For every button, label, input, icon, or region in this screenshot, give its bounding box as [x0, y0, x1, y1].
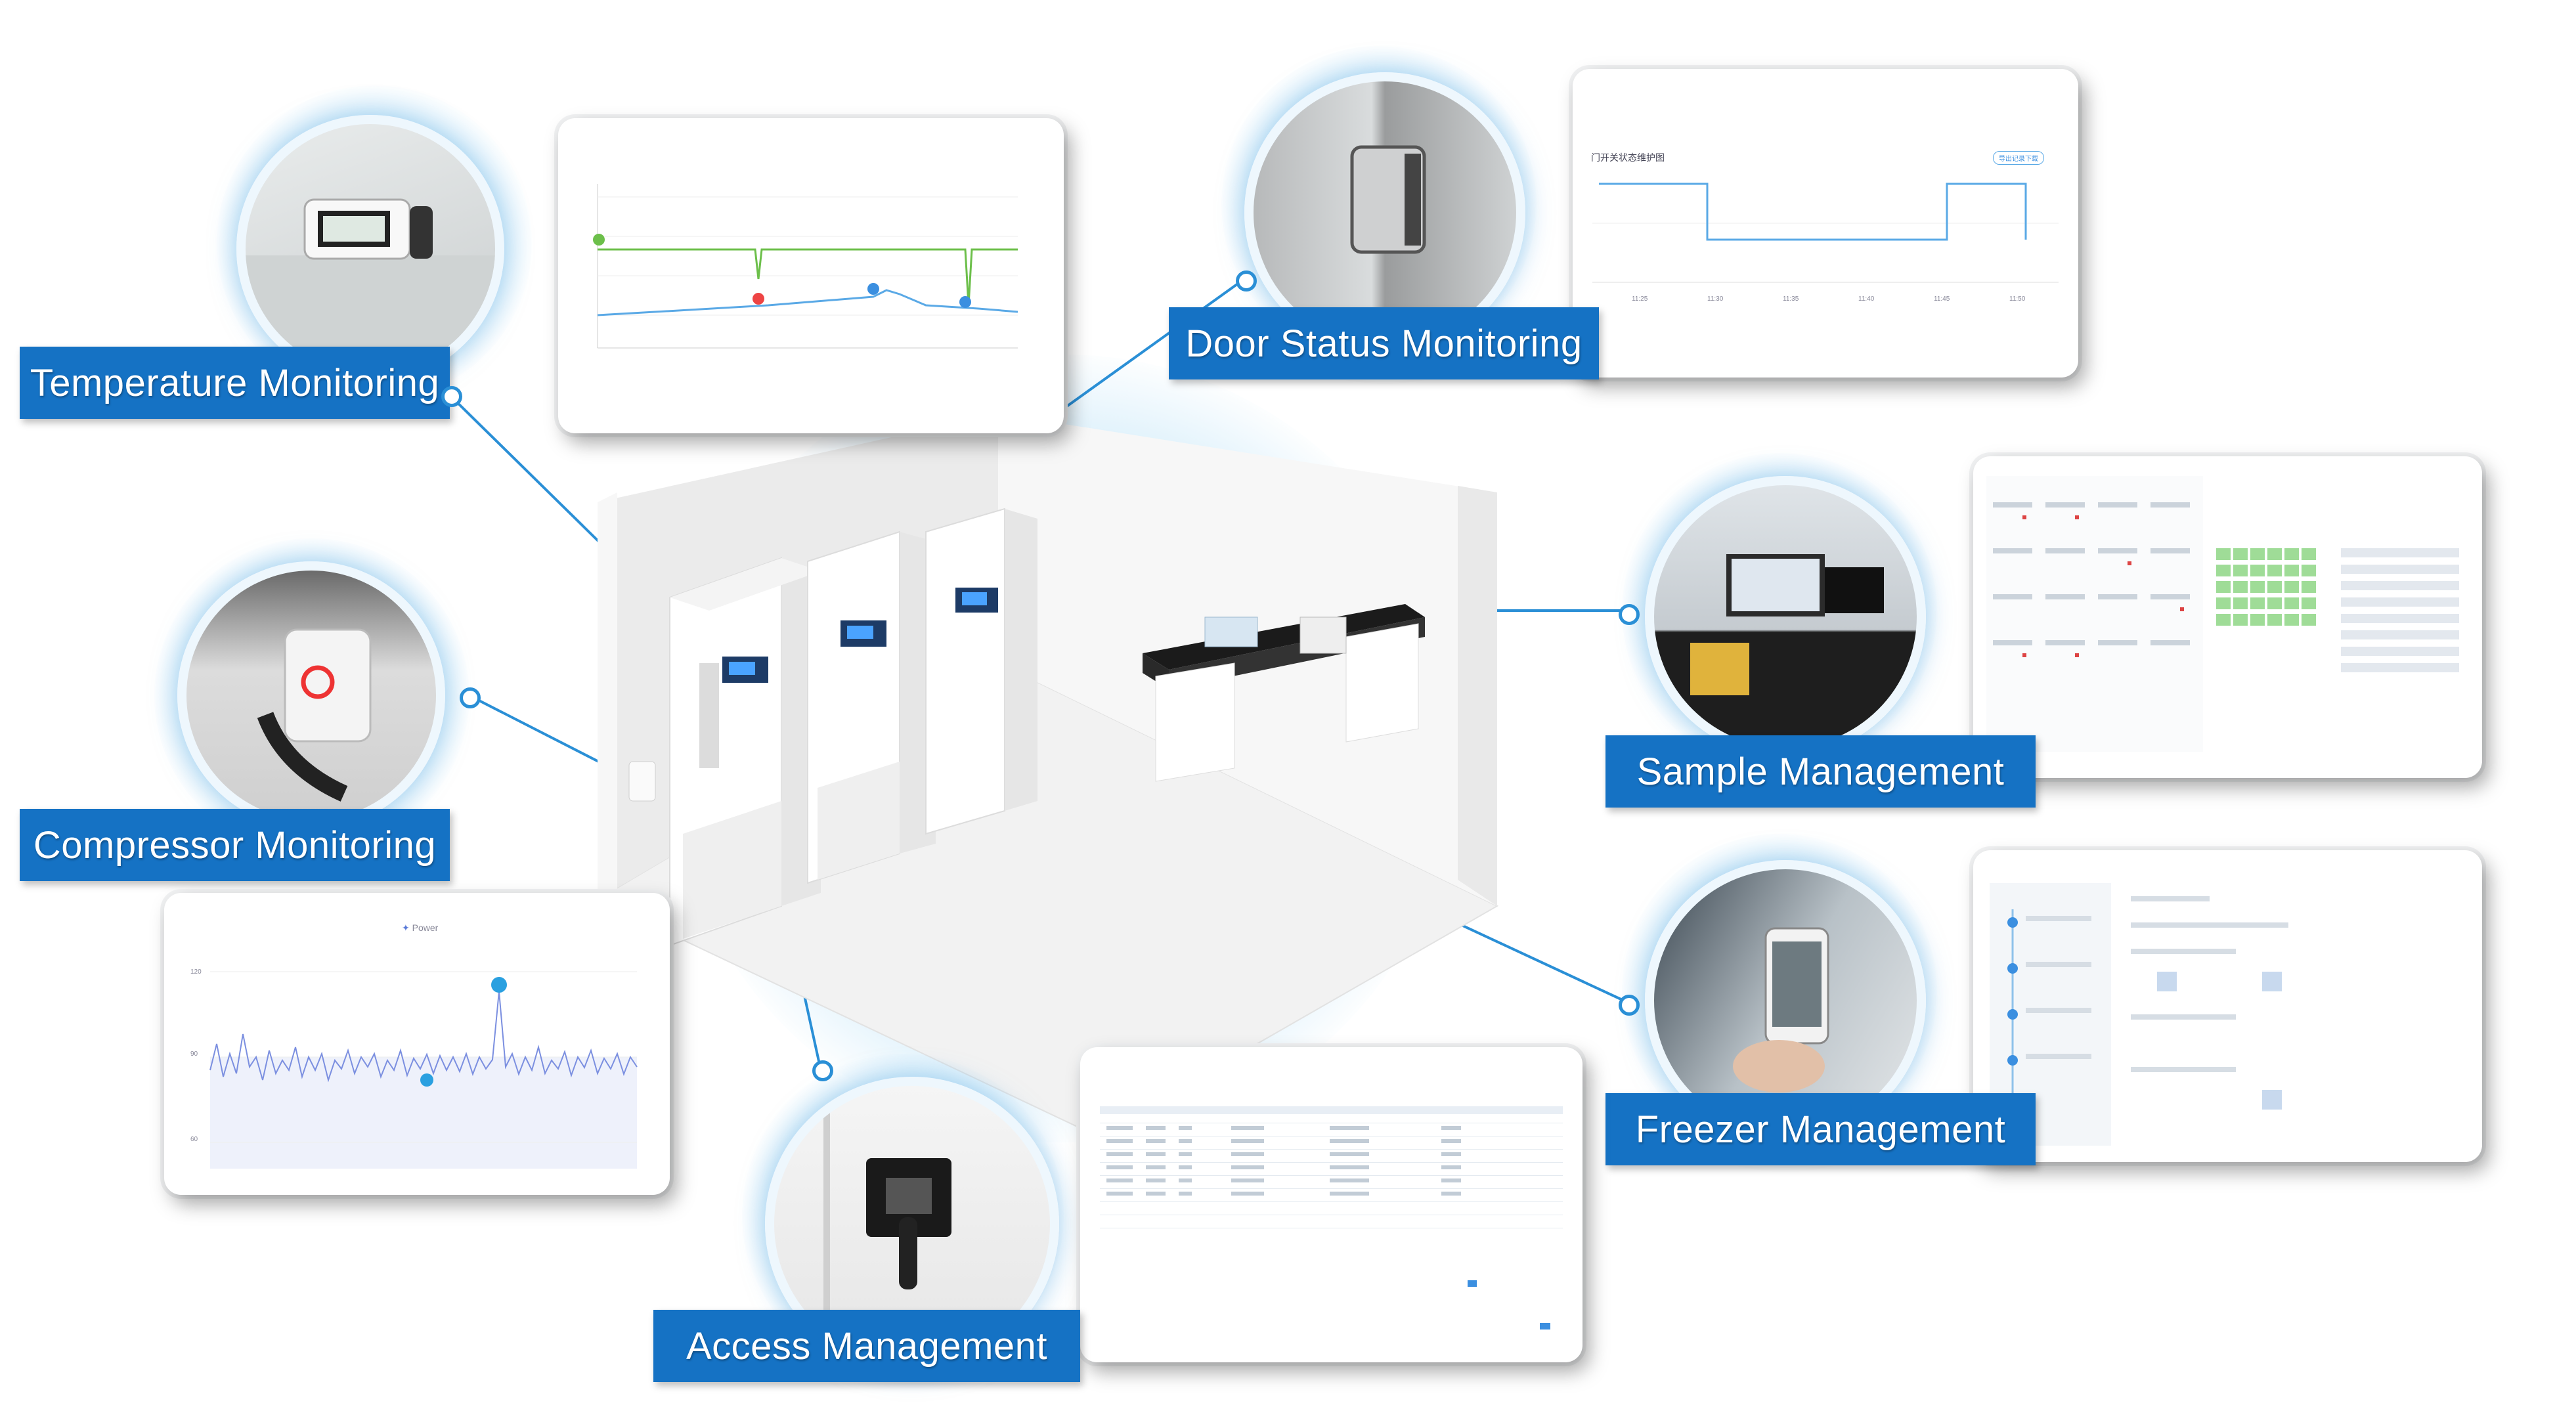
- compressor-legend: ✦ Power: [402, 922, 438, 934]
- sample-table-card: [1973, 456, 2482, 778]
- door-x-tick-4: 11:45: [1934, 295, 1950, 303]
- compressor-low-marker: [420, 1073, 433, 1087]
- compressor-monitoring-label: Compressor Monitoring: [20, 809, 450, 881]
- door-status-series: [1599, 183, 2027, 241]
- door-photo: [1244, 72, 1525, 353]
- hinge-icon: [1350, 145, 1426, 254]
- marker-blue-1: [867, 283, 879, 295]
- temperature-series-lower: [597, 289, 1018, 316]
- door-connector-dot: [1236, 270, 1257, 292]
- marker-blue-2: [959, 296, 971, 308]
- access-management-label: Access Management: [653, 1310, 1080, 1382]
- door-export-button[interactable]: 导出记录下载: [1993, 151, 2044, 165]
- lab-bench: [1143, 604, 1425, 782]
- door-status-monitoring-label: Door Status Monitoring: [1169, 307, 1599, 379]
- compressor-y-tick-0: 120: [190, 968, 202, 976]
- freezer-management-label: Freezer Management: [1605, 1093, 2036, 1165]
- wall-plug: [628, 761, 656, 802]
- door-x-tick-0: 11:25: [1632, 295, 1648, 303]
- temperature-series-upper: [598, 248, 1018, 306]
- door-x-tick-1: 11:30: [1707, 295, 1724, 303]
- door-x-tick-3: 11:40: [1858, 295, 1875, 303]
- door-x-tick-2: 11:35: [1783, 295, 1799, 303]
- temperature-chart: [593, 184, 1018, 349]
- compressor-connector-dot: [460, 687, 481, 708]
- freezer-detail: [1990, 883, 2288, 1146]
- plug-icon: [257, 628, 372, 802]
- sample-connector-dot: [1619, 604, 1640, 625]
- freezer-detail-card: [1973, 850, 2482, 1162]
- lab-room-illustration: [596, 414, 1499, 1137]
- display-icon: [246, 198, 495, 374]
- compressor-power-series: [209, 991, 638, 1083]
- temperature-chart-card: [558, 118, 1064, 433]
- freezer-unit-3: [925, 508, 1037, 835]
- lock-icon: [823, 1086, 951, 1362]
- sample-photo: [1645, 476, 1926, 757]
- laptop-icon: [1690, 554, 1884, 695]
- compressor-chart-card: ✦ Power 120 90 60: [164, 893, 670, 1195]
- sample-grid: [1986, 476, 2459, 752]
- access-table: [1100, 1106, 1563, 1329]
- compressor-y-tick-2: 60: [190, 1136, 198, 1143]
- compressor-chart: [209, 971, 638, 1169]
- compressor-photo: [177, 561, 445, 829]
- phone-icon: [1733, 927, 1829, 1092]
- sample-management-label: Sample Management: [1605, 735, 2036, 808]
- legend-dot-icon: ✦: [402, 922, 410, 933]
- temperature-connector-dot: [441, 386, 462, 407]
- compressor-peak-marker: [491, 977, 507, 993]
- compressor-legend-label: Power: [412, 922, 439, 933]
- door-chart: [1592, 183, 2059, 283]
- freezer-connector-dot: [1619, 995, 1640, 1016]
- freezer-unit-1: [669, 557, 821, 947]
- door-chart-title: 门开关状态维护图: [1591, 152, 1665, 163]
- access-table-card: [1080, 1047, 1583, 1362]
- access-connector-dot: [812, 1060, 833, 1081]
- marker-red: [753, 293, 764, 305]
- freezer-unit-2: [807, 530, 936, 884]
- temperature-photo: [236, 115, 504, 383]
- door-x-tick-5: 11:50: [2009, 295, 2026, 303]
- door-chart-card: 门开关状态维护图 导出记录下载 11:25 11:30 11:35 11:40 …: [1573, 69, 2078, 378]
- marker-green: [593, 234, 605, 246]
- temperature-monitoring-label: Temperature Monitoring: [20, 347, 450, 419]
- compressor-y-tick-1: 90: [190, 1050, 198, 1058]
